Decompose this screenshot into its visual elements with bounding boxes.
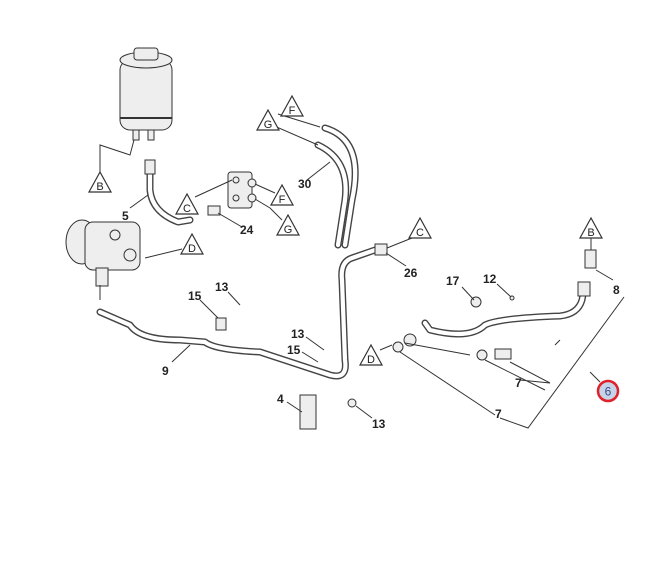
part-number-9[interactable]: 9 xyxy=(162,364,169,378)
bracket-4[interactable] xyxy=(299,394,317,430)
svg-text:B: B xyxy=(587,227,594,239)
ref-triangle-d[interactable]: D xyxy=(179,232,205,255)
part-number-13[interactable]: 13 xyxy=(291,327,305,341)
return-pipe-6[interactable] xyxy=(392,249,597,361)
ref-triangle-f[interactable]: F xyxy=(269,183,295,206)
ref-triangle-b[interactable]: B xyxy=(578,216,604,239)
part-number-15[interactable]: 15 xyxy=(188,289,202,303)
part-number-17[interactable]: 17 xyxy=(446,274,460,288)
bolt-13[interactable] xyxy=(347,398,357,408)
part-number-26[interactable]: 26 xyxy=(404,266,418,280)
svg-text:F: F xyxy=(279,194,286,206)
fitting-24[interactable] xyxy=(207,205,221,216)
part-number-13[interactable]: 13 xyxy=(215,280,229,294)
svg-text:D: D xyxy=(367,354,375,366)
part-number-30[interactable]: 30 xyxy=(298,177,312,191)
part-number-7[interactable]: 7 xyxy=(515,376,522,390)
part-number-5[interactable]: 5 xyxy=(122,209,129,223)
ref-triangle-c[interactable]: C xyxy=(407,216,433,239)
leader-lines xyxy=(99,113,625,429)
ref-triangle-g[interactable]: G xyxy=(275,213,301,236)
bracket[interactable] xyxy=(227,171,257,209)
part-number-6-highlighted[interactable]: 6 xyxy=(596,379,620,403)
ref-triangle-b[interactable]: B xyxy=(87,170,113,193)
svg-text:C: C xyxy=(183,203,191,215)
fitting-26 xyxy=(374,243,388,256)
svg-text:B: B xyxy=(96,181,103,193)
svg-text:D: D xyxy=(188,243,196,255)
pressure-pipe-9[interactable] xyxy=(96,243,388,380)
part-number-7[interactable]: 7 xyxy=(495,407,502,421)
hose-5[interactable] xyxy=(144,159,194,226)
cooler-lines-30[interactable] xyxy=(314,124,359,249)
ref-triangle-f[interactable]: F xyxy=(279,94,305,117)
part-number-4[interactable]: 4 xyxy=(277,392,284,406)
part-number-12[interactable]: 12 xyxy=(483,272,497,286)
svg-text:6: 6 xyxy=(605,385,612,399)
part-number-15[interactable]: 15 xyxy=(287,343,301,357)
ref-triangle-g[interactable]: G xyxy=(255,108,281,131)
part-number-24[interactable]: 24 xyxy=(240,223,254,237)
part-number-8[interactable]: 8 xyxy=(613,283,620,297)
svg-text:G: G xyxy=(264,119,273,131)
clip-15[interactable] xyxy=(215,317,227,331)
svg-text:G: G xyxy=(284,224,293,236)
part-number-13[interactable]: 13 xyxy=(372,417,386,431)
ref-triangle-d[interactable]: D xyxy=(358,343,384,366)
ref-triangle-c[interactable]: C xyxy=(174,192,200,215)
svg-text:F: F xyxy=(289,105,296,117)
fluid-reservoir[interactable] xyxy=(119,47,173,141)
steering-pump[interactable] xyxy=(65,219,141,287)
svg-text:C: C xyxy=(416,227,424,239)
